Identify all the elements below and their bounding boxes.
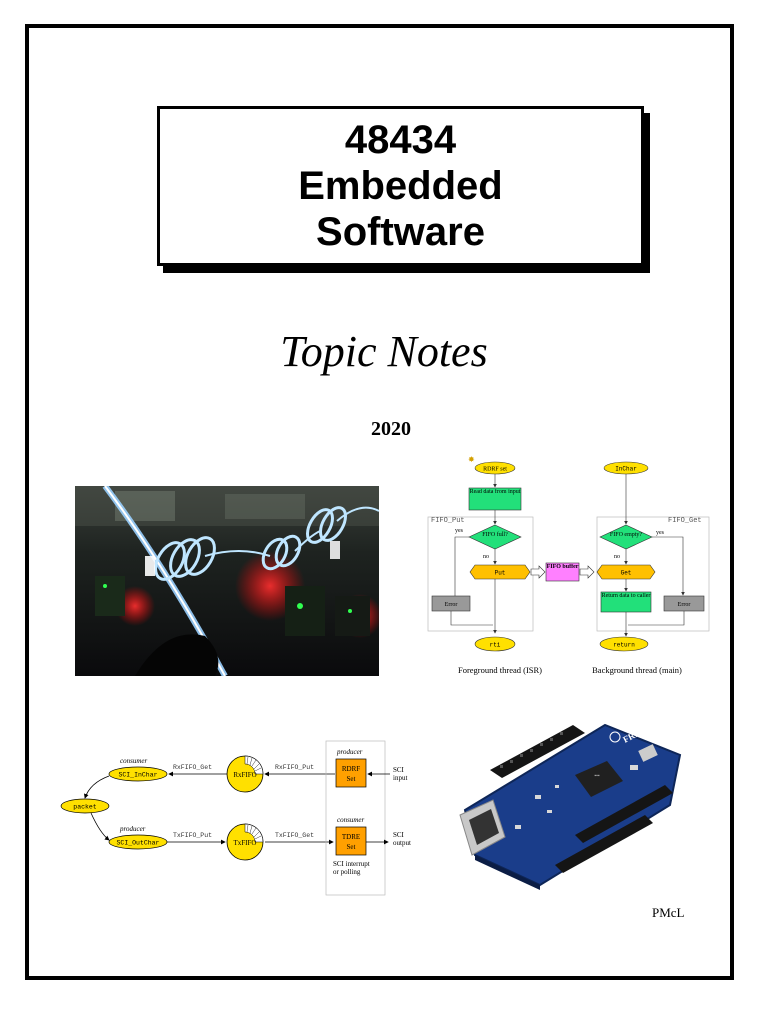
sci-inchar-node: SCI_InChar xyxy=(118,772,157,779)
svg-text:▪▪▪: ▪▪▪ xyxy=(594,774,600,779)
course-name-line2: Software xyxy=(316,210,485,254)
fifo-flowchart: FIFO_Put FIFO_Get ✸ RDRF set Read data f… xyxy=(427,455,710,675)
course-code: 48434 xyxy=(344,118,457,162)
sci-fifo-diagram: consumer SCI_InChar packet producer SCI_… xyxy=(60,740,411,896)
fifo-get-label: FIFO_Get xyxy=(668,517,702,525)
frdm-board-image: ▪▪▪ FRDM xyxy=(459,723,682,890)
rti-node: rti xyxy=(490,642,501,649)
rdrf-set-text: RDRF set xyxy=(483,467,507,473)
sci-outchar-node: SCI_OutChar xyxy=(117,840,160,847)
return-node: return xyxy=(613,642,635,649)
tdre-set-label: Set xyxy=(347,843,356,851)
txfifo-put-label: TxFIFO_Put xyxy=(173,832,212,839)
sci-output-label: SCI output xyxy=(393,831,411,847)
rdrf-box: RDRF xyxy=(342,765,360,773)
consumer-label-bottom: consumer xyxy=(337,816,364,824)
rdrf-set-node: ✸ RDRF set xyxy=(468,455,516,475)
star-icon: ✸ xyxy=(468,455,475,464)
yes-label-left: yes xyxy=(455,528,464,534)
title-box: 48434 Embedded Software xyxy=(157,106,644,266)
no-label-right: no xyxy=(614,554,620,560)
get-node: Get xyxy=(621,570,632,577)
caption-background: Background thread (main) xyxy=(592,665,682,675)
author-initials: PMcL xyxy=(652,905,685,920)
sci-interrupt-label: SCI interrupt or polling xyxy=(333,860,370,876)
lab-light-trails-photo xyxy=(75,486,379,676)
consumer-label-top: consumer xyxy=(120,757,147,765)
yes-label-right: yes xyxy=(656,530,665,536)
error-box-right: Error xyxy=(678,602,691,608)
producer-label-top: producer xyxy=(336,748,363,756)
year: 2020 xyxy=(371,418,411,440)
fifo-empty-decision: FIFO empty? xyxy=(610,532,643,538)
packet-node: packet xyxy=(73,804,97,811)
rxfifo-put-label: RxFIFO_Put xyxy=(275,764,314,771)
txfifo-get-label: TxFIFO_Get xyxy=(275,832,314,839)
fifo-full-decision: FIFO full? xyxy=(482,531,508,538)
fifo-put-label: FIFO_Put xyxy=(431,517,465,525)
course-name-line1: Embedded xyxy=(298,164,503,208)
sci-input-label: SCI input xyxy=(393,766,408,782)
error-box-left: Error xyxy=(445,602,458,608)
rxfifo-node: RxFIFO xyxy=(233,771,256,779)
txfifo-node: TxFIFO xyxy=(234,839,257,847)
return-data-box: Return data to caller xyxy=(601,593,651,599)
page-border xyxy=(25,24,734,980)
caption-foreground: Foreground thread (ISR) xyxy=(458,665,542,675)
rdrf-set-label: Set xyxy=(347,775,356,783)
put-node: Put xyxy=(495,570,506,577)
subtitle: Topic Notes xyxy=(280,327,488,376)
read-data-box: Read data from input xyxy=(469,489,521,495)
producer-label-bottom: producer xyxy=(119,825,146,833)
no-label-left: no xyxy=(483,554,489,560)
rxfifo-get-label: RxFIFO_Get xyxy=(173,764,212,771)
inchar-node: InChar xyxy=(615,466,637,473)
tdre-box: TDRE xyxy=(342,833,360,841)
fifo-buffer-box: FIFO buffer xyxy=(546,564,579,570)
